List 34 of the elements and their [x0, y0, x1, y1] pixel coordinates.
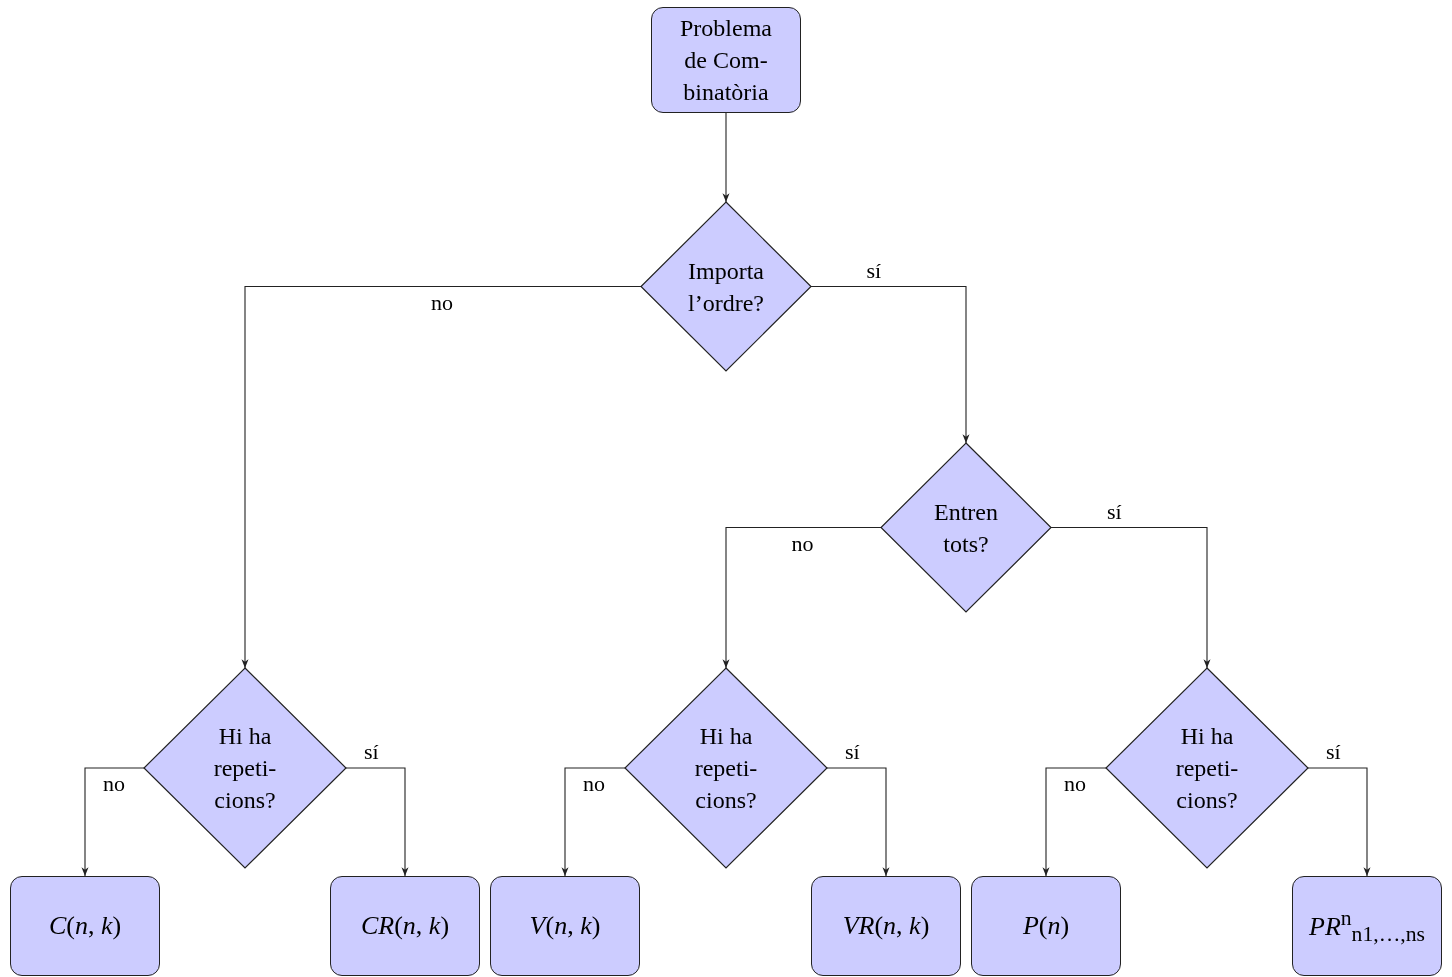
result-box	[10, 876, 160, 976]
formula-text: P(n)	[1022, 910, 1070, 942]
arrow	[81, 767, 145, 877]
decision-diamond	[144, 668, 346, 868]
start-box	[651, 7, 801, 113]
result-box	[490, 876, 640, 976]
decision-diamond	[641, 202, 811, 371]
node-text: Hi ha repeti- cions?	[1174, 722, 1240, 815]
arrow	[810, 285, 970, 444]
decision-diamond	[1106, 668, 1308, 868]
result-box	[811, 876, 961, 976]
node-text: Importa l’ordre?	[687, 256, 765, 318]
arrow	[561, 767, 626, 877]
arrow	[722, 526, 882, 669]
arrow	[345, 767, 409, 877]
decision-diamond	[881, 443, 1051, 612]
formula-text: C(n, k)	[48, 910, 122, 942]
node-text: Hi ha repeti- cions?	[212, 722, 278, 815]
arrow	[1042, 767, 1107, 877]
arrow	[241, 285, 642, 669]
decision-diamond	[625, 668, 827, 868]
arrow	[722, 112, 730, 203]
arrow	[1307, 767, 1371, 877]
result-box	[1292, 876, 1442, 976]
node-text: Entren tots?	[933, 497, 999, 559]
result-box	[971, 876, 1121, 976]
arrow	[826, 767, 890, 877]
formula-text: VR(n, k)	[842, 910, 930, 942]
node-text: Problema de Com- binatòria	[679, 14, 773, 107]
result-box	[330, 876, 480, 976]
node-text: Hi ha repeti- cions?	[693, 722, 759, 815]
formula-text: CR(n, k)	[360, 910, 450, 942]
arrow	[1050, 526, 1211, 669]
formula-text: V(n, k)	[529, 910, 601, 942]
